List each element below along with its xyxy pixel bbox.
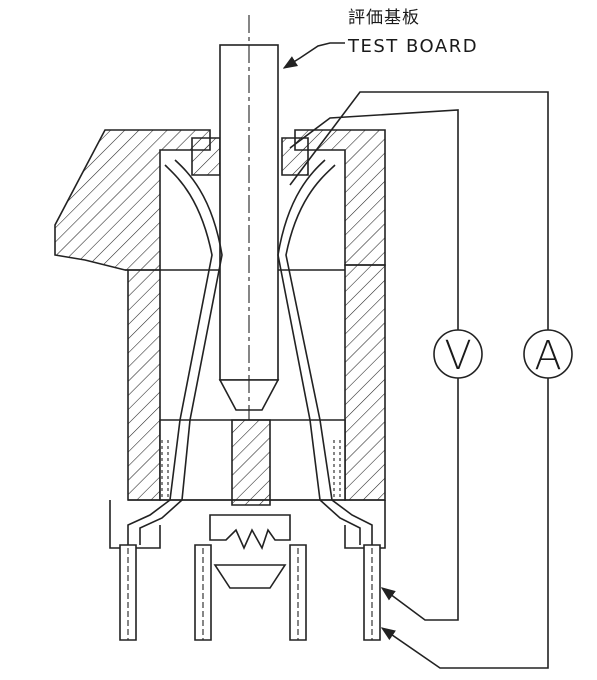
left-contact	[127, 159, 223, 545]
label-test-board: TEST BOARD	[347, 36, 478, 57]
connector-housing	[54, 129, 386, 549]
ammeter: A	[523, 329, 573, 379]
label-japanese: 評価基板	[348, 8, 420, 28]
center-post	[209, 514, 291, 589]
measurement-circuit	[289, 91, 549, 669]
right-contact	[277, 159, 373, 545]
test-board-leader	[282, 42, 345, 69]
voltmeter-label: V	[444, 333, 471, 379]
ammeter-label: A	[534, 333, 561, 379]
voltmeter: V	[433, 329, 483, 379]
test-board	[218, 15, 280, 420]
pins	[119, 544, 381, 641]
